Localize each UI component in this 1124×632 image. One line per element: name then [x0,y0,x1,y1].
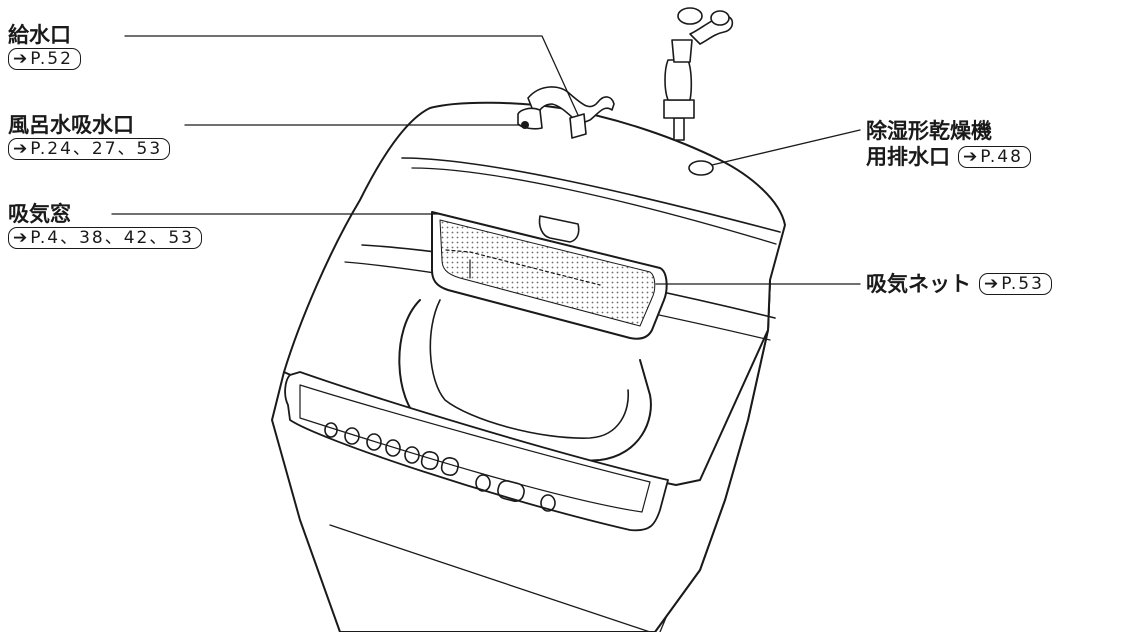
label-dryer-drain-line2: 用排水口 [866,145,950,169]
intake-net-mesh [439,219,656,327]
callout-water-supply: 給水口 ➔ P.52 [8,22,81,70]
callout-bath-intake: 風呂水吸水口 ➔ P.24、27、53 [8,112,171,160]
label-intake-net: 吸気ネット [866,272,971,296]
label-water-supply: 給水口 [8,23,71,47]
control-panel [284,371,669,532]
ref-page-intake-net: P.53 [1001,274,1044,294]
callout-intake-net: 吸気ネット ➔ P.53 [866,271,1052,297]
ref-intake-net[interactable]: ➔ P.53 [979,273,1052,295]
leader-line-dryer-drain [711,129,861,166]
faucet-icon [663,7,734,141]
right-arrow-icon: ➔ [13,139,28,159]
ref-page-air-intake-window: P.4、38、42、53 [30,228,194,248]
right-arrow-icon: ➔ [13,228,28,248]
leader-line-water-supply [124,35,579,116]
dryer-drain-port [688,160,714,176]
label-dryer-drain-line1: 除湿形乾燥機 [866,119,992,143]
water-supply-hose [517,86,615,139]
ref-water-supply[interactable]: ➔ P.52 [8,48,81,70]
callout-dryer-drain: 除湿形乾燥機 用排水口 ➔ P.48 [866,118,1031,170]
ref-air-intake-window[interactable]: ➔ P.4、38、42、53 [8,227,202,249]
right-arrow-icon: ➔ [984,274,999,294]
ref-bath-intake[interactable]: ➔ P.24、27、53 [8,138,171,160]
callout-air-intake-window: 吸気窓 ➔ P.4、38、42、53 [8,201,202,249]
right-arrow-icon: ➔ [963,147,978,167]
ref-page-water-supply: P.52 [30,49,73,69]
window-tab [538,215,580,243]
ref-page-bath-intake: P.24、27、53 [30,139,163,159]
label-bath-intake: 風呂水吸水口 [8,113,134,137]
label-air-intake-window: 吸気窓 [8,202,71,226]
control-buttons [324,422,556,512]
ref-page-dryer-drain: P.48 [980,147,1023,167]
ref-dryer-drain[interactable]: ➔ P.48 [958,146,1031,168]
right-arrow-icon: ➔ [13,49,28,69]
leader-lines [111,35,861,285]
